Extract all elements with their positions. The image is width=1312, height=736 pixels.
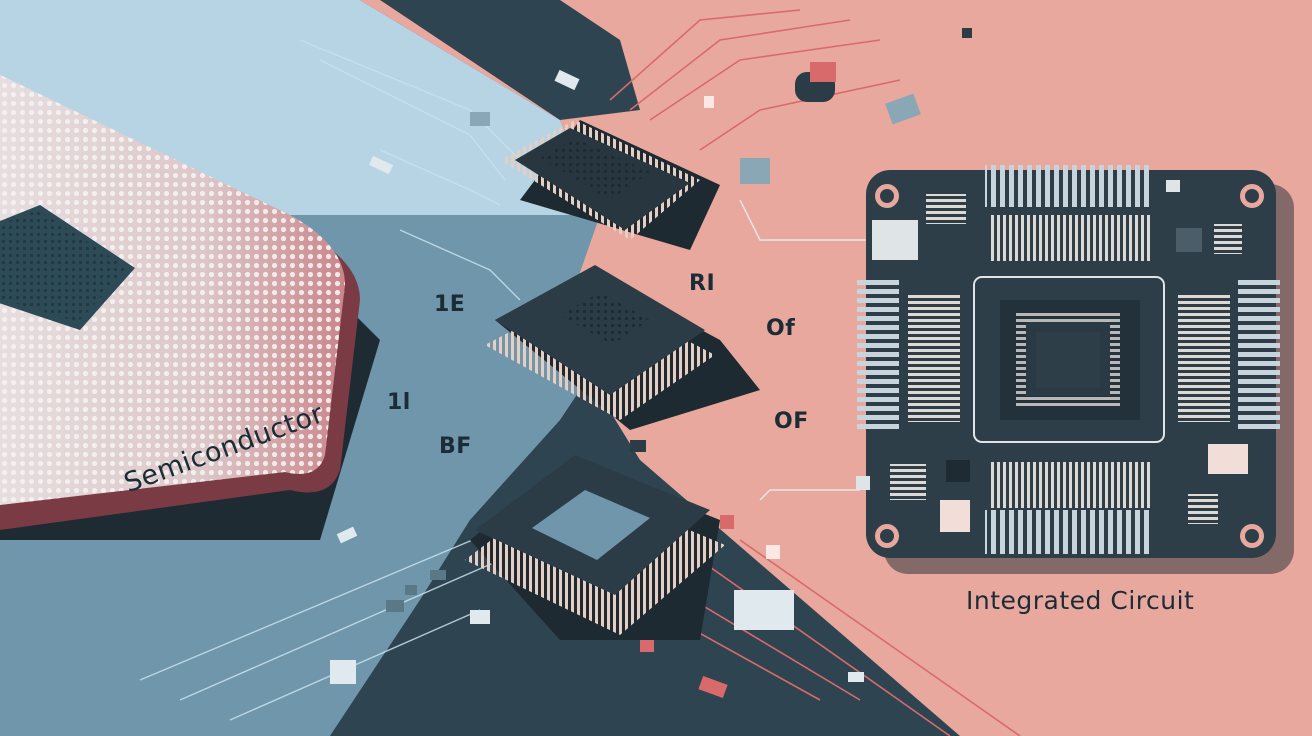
mark-1l-label: 1l	[387, 390, 411, 415]
mark-of-mixed-label: Of	[766, 316, 796, 341]
mark-ri-label: RI	[689, 271, 716, 296]
left-traces	[139, 39, 521, 721]
integrated-circuit-label: Integrated Circuit	[966, 586, 1195, 615]
mark-bf-label: BF	[439, 434, 472, 459]
mark-1e-label: 1E	[434, 292, 466, 317]
semiconductor-wafer	[0, 74, 380, 540]
connector-trace	[739, 199, 870, 241]
circuit-board	[856, 165, 1294, 574]
small-components	[330, 28, 972, 699]
connector-trace-lower	[759, 489, 860, 501]
background-dark-upper	[380, 0, 640, 120]
mark-of-upper-label: OF	[774, 409, 809, 434]
chip-top	[500, 120, 720, 250]
chip-bottom	[465, 455, 725, 640]
chip-middle	[485, 265, 760, 430]
